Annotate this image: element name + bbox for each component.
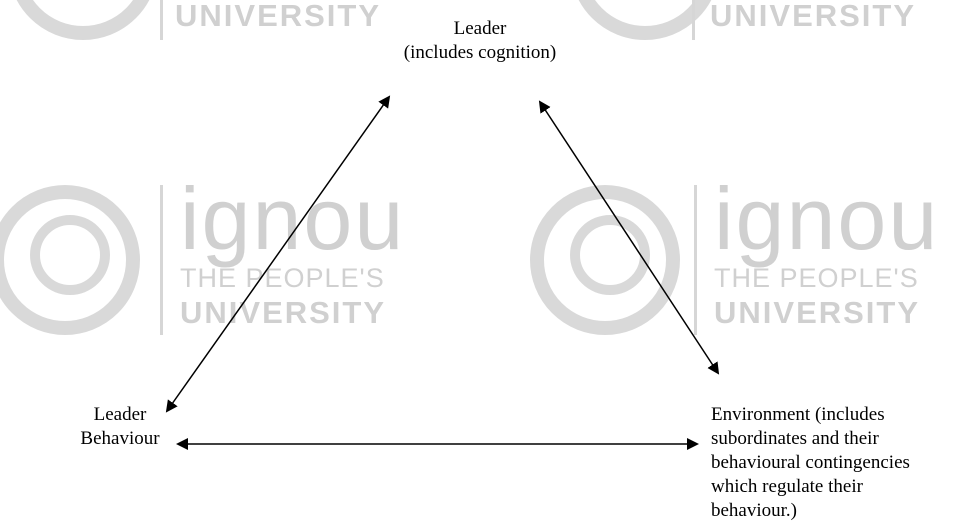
arrow-leader-to-behaviour [165,95,391,413]
environment-node: Environment (includes subordinates and t… [711,403,965,523]
environment-line-2: subordinates and their [711,428,879,449]
environment-line-4: which regulate their [711,476,863,497]
leader-node: Leader (includes cognition) [360,17,600,65]
leader-subtitle: (includes cognition) [403,42,557,63]
environment-line-5: behaviour.) [711,500,798,521]
leader-title: Leader [453,18,507,39]
leader-behaviour-line-1: Leader [93,404,147,425]
arrow-leader-to-environment [538,100,720,375]
environment-line-3: behavioural contingencies [711,452,910,473]
environment-line-1: Environment (includes [711,404,885,425]
leader-behaviour-node: Leader Behaviour [60,403,180,451]
leader-behaviour-line-2: Behaviour [80,428,160,449]
